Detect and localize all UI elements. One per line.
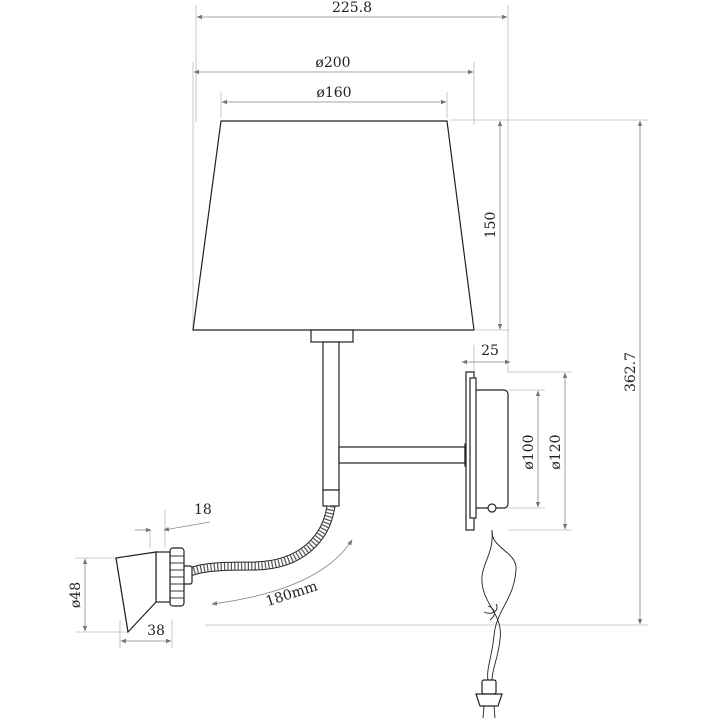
dim-shade-bottom-diameter: ø200	[315, 55, 350, 71]
lamp-stem	[322, 341, 474, 507]
flexible-arm	[188, 505, 336, 577]
wall-base	[465, 371, 509, 531]
dimension-lines	[82, 14, 643, 644]
dim-reading-light-length: 38	[147, 623, 165, 639]
dim-base-depth: 25	[481, 343, 499, 359]
power-plug	[475, 679, 503, 719]
reading-light	[115, 547, 193, 634]
dim-shade-top-diameter: ø160	[316, 85, 351, 101]
dim-reading-light-ring: 18	[194, 502, 212, 518]
extension-lines	[75, 5, 648, 648]
lamp-shade	[192, 120, 475, 343]
dim-reading-light-diameter: ø48	[68, 582, 84, 608]
dim-overall-width: 225.8	[332, 0, 372, 16]
dim-flex-arm-length: 180mm	[264, 578, 320, 610]
dim-base-outer-diameter: ø120	[548, 434, 564, 469]
dim-overall-height: 362.7	[623, 352, 639, 392]
dim-base-inner-diameter: ø100	[521, 434, 537, 469]
dim-shade-height: 150	[483, 212, 499, 239]
power-cord	[481, 529, 517, 681]
